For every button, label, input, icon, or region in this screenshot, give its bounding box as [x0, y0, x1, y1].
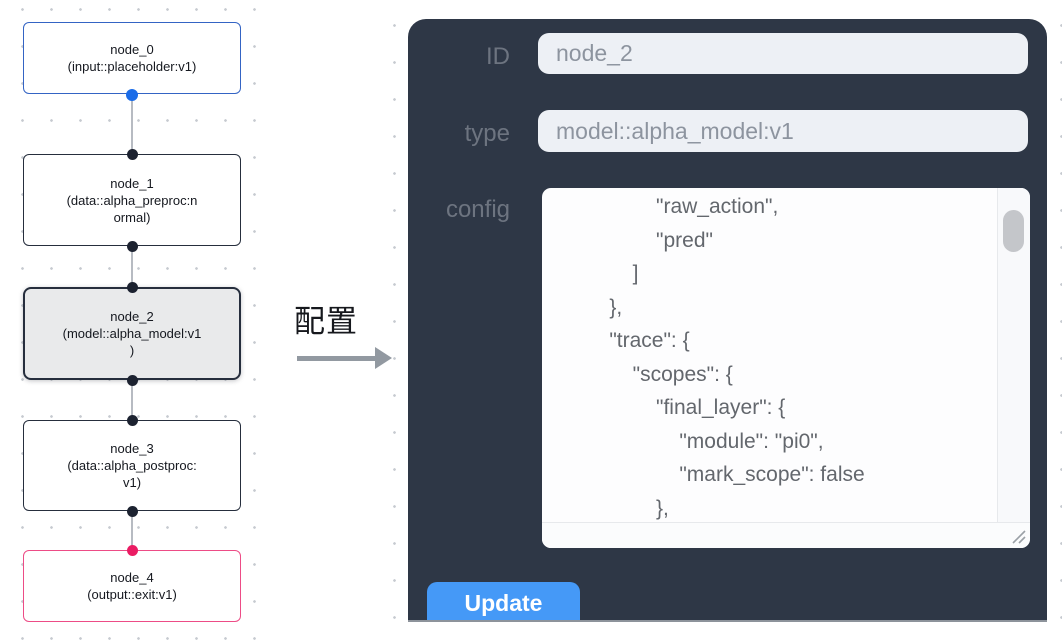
config-callout-label: 配置 [294, 304, 358, 339]
edge-node0-node1 [131, 94, 133, 154]
graph-node-node1[interactable]: node_1 (data::alpha_preproc:n ormal) [23, 154, 241, 246]
port-node1-output[interactable] [126, 240, 138, 252]
edge-node3-node4 [131, 511, 133, 550]
config-json-content: "raw_action", "pred" ] }, "trace": { "sc… [609, 195, 865, 548]
port-node1-input[interactable] [126, 148, 138, 160]
graph-node-node0[interactable]: node_0 (input::placeholder:v1) [23, 22, 241, 94]
config-field-label: config [445, 196, 510, 223]
config-scrollbar-thumb[interactable] [1003, 210, 1024, 252]
type-input[interactable] [538, 110, 1028, 152]
edge-node1-node2 [131, 246, 133, 287]
graph-node-node2-selected[interactable]: node_2 (model::alpha_model:v1 ) [23, 287, 241, 380]
port-node2-input[interactable] [126, 281, 138, 293]
id-field-label: ID [486, 43, 510, 70]
graph-node-node4[interactable]: node_4 (output::exit:v1) [23, 550, 241, 622]
config-json-textarea[interactable]: "raw_action", "pred" ] }, "trace": { "sc… [542, 188, 1030, 548]
node-label: node_2 (model::alpha_model:v1 ) [62, 309, 202, 358]
config-callout: 配置 [294, 296, 392, 369]
id-input[interactable] [538, 33, 1028, 74]
config-scrollbar-track[interactable] [997, 188, 1030, 522]
edge-node2-node3 [131, 380, 133, 420]
port-node3-output[interactable] [126, 505, 138, 517]
type-field-label: type [464, 120, 510, 147]
update-button[interactable]: Update [427, 582, 580, 620]
resize-handle-icon[interactable] [1009, 527, 1027, 545]
port-node4-input[interactable] [126, 544, 138, 556]
port-node3-input[interactable] [126, 414, 138, 426]
node-label: node_4 (output::exit:v1) [87, 570, 177, 602]
node-label: node_3 (data::alpha_postproc: v1) [67, 441, 197, 490]
port-node2-output[interactable] [126, 374, 138, 386]
graph-node-node3[interactable]: node_3 (data::alpha_postproc: v1) [23, 420, 241, 511]
right-arrow-icon [294, 347, 392, 369]
node-label: node_1 (data::alpha_preproc:n ormal) [66, 175, 198, 225]
config-hscrollbar-track[interactable] [542, 522, 1030, 548]
node-config-panel: ID type config "raw_action", "pred" ] },… [408, 19, 1047, 622]
node-label: node_0 (input::placeholder:v1) [67, 42, 197, 74]
port-node0-output[interactable] [126, 88, 138, 101]
